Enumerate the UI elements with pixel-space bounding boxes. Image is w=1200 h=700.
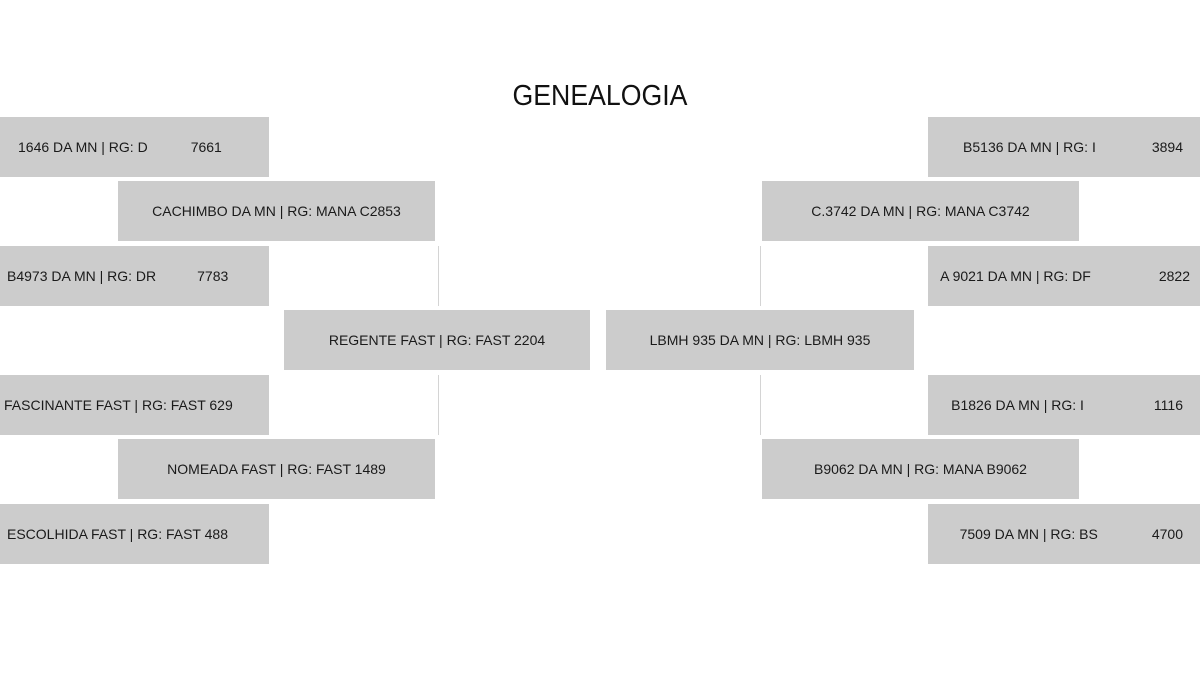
right-great-grandparent-3: B1826 DA MN | RG: I 1116 [928,375,1200,435]
animal-name: REGENTE FAST | RG: FAST 2204 [328,332,546,348]
animal-name: FASCINANTE FAST | RG: FAST 629 [4,397,233,413]
connector-line-left [438,375,439,435]
right-great-grandparent-4: 7509 DA MN | RG: BS 4700 [928,504,1200,564]
right-great-grandparent-1: B5136 DA MN | RG: I 3894 [928,117,1200,177]
animal-name: B1826 DA MN | RG: I [951,397,1084,413]
animal-number: 2822 [1158,268,1190,284]
connector-line-right [760,246,761,306]
animal-name: C.3742 DA MN | RG: MANA C3742 [811,203,1030,219]
animal-name: ESCOLHIDA FAST | RG: FAST 488 [7,526,228,542]
left-great-grandparent-1: 1646 DA MN | RG: D 7661 [0,117,269,177]
animal-number: 4700 [1151,526,1183,542]
animal-name: 1646 DA MN | RG: D [18,139,148,155]
animal-name: B5136 DA MN | RG: I [963,139,1096,155]
left-great-grandparent-2: B4973 DA MN | RG: DR 7783 [0,246,269,306]
left-great-grandparent-3: FASCINANTE FAST | RG: FAST 629 [0,375,269,435]
right-grandsire: C.3742 DA MN | RG: MANA C3742 [762,181,1079,241]
left-grandsire: CACHIMBO DA MN | RG: MANA C2853 [118,181,435,241]
left-great-grandparent-4: ESCOLHIDA FAST | RG: FAST 488 [0,504,269,564]
dam-box: LBMH 935 DA MN | RG: LBMH 935 [606,310,914,370]
animal-number: 7783 [197,268,229,284]
page-title: GENEALOGIA [512,80,688,112]
animal-number: 1116 [1153,397,1183,413]
animal-name: A 9021 DA MN | RG: DF [940,268,1091,284]
connector-line-left [438,246,439,306]
animal-name: 7509 DA MN | RG: BS [959,526,1098,542]
animal-number: 3894 [1151,139,1183,155]
animal-name: CACHIMBO DA MN | RG: MANA C2853 [152,203,401,219]
animal-name: B4973 DA MN | RG: DR [7,268,157,284]
animal-number: 7661 [190,139,222,155]
connector-line-right [760,375,761,435]
left-granddam: NOMEADA FAST | RG: FAST 1489 [118,439,435,499]
animal-name: B9062 DA MN | RG: MANA B9062 [814,461,1027,477]
animal-name: LBMH 935 DA MN | RG: LBMH 935 [649,332,871,348]
right-great-grandparent-2: A 9021 DA MN | RG: DF 2822 [928,246,1200,306]
animal-name: NOMEADA FAST | RG: FAST 1489 [167,461,386,477]
sire-box: REGENTE FAST | RG: FAST 2204 [284,310,590,370]
right-granddam: B9062 DA MN | RG: MANA B9062 [762,439,1079,499]
